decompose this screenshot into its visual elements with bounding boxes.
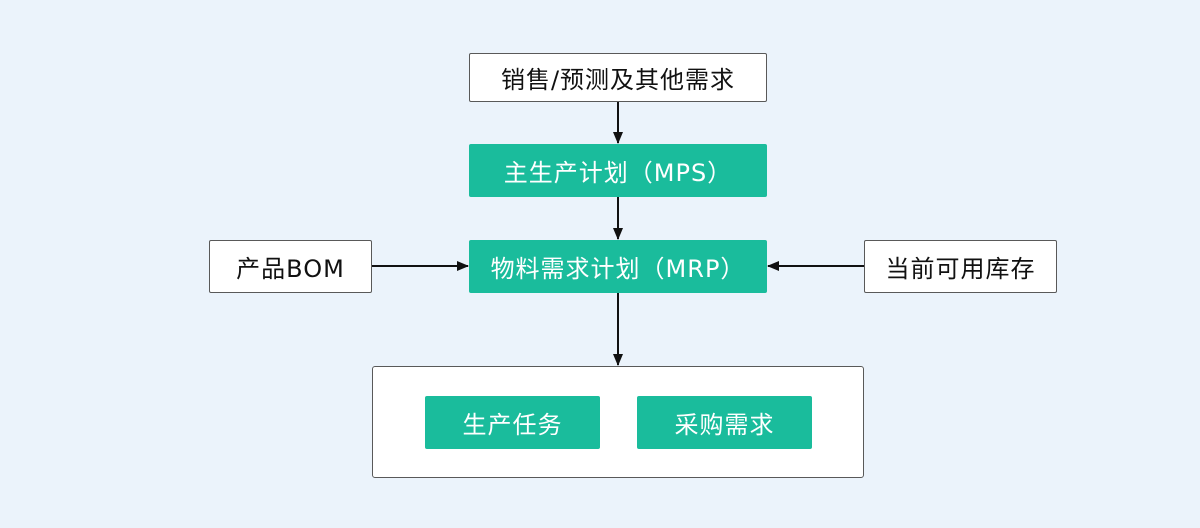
production-task-box: 生产任务 <box>425 396 600 449</box>
sales-demand-box: 销售/预测及其他需求 <box>469 53 767 102</box>
purchase-demand-box: 采购需求 <box>637 396 812 449</box>
mps-box: 主生产计划（MPS） <box>469 144 767 197</box>
bom-box: 产品BOM <box>209 240 372 293</box>
mrp-box: 物料需求计划（MRP） <box>469 240 767 293</box>
inventory-box: 当前可用库存 <box>864 240 1057 293</box>
